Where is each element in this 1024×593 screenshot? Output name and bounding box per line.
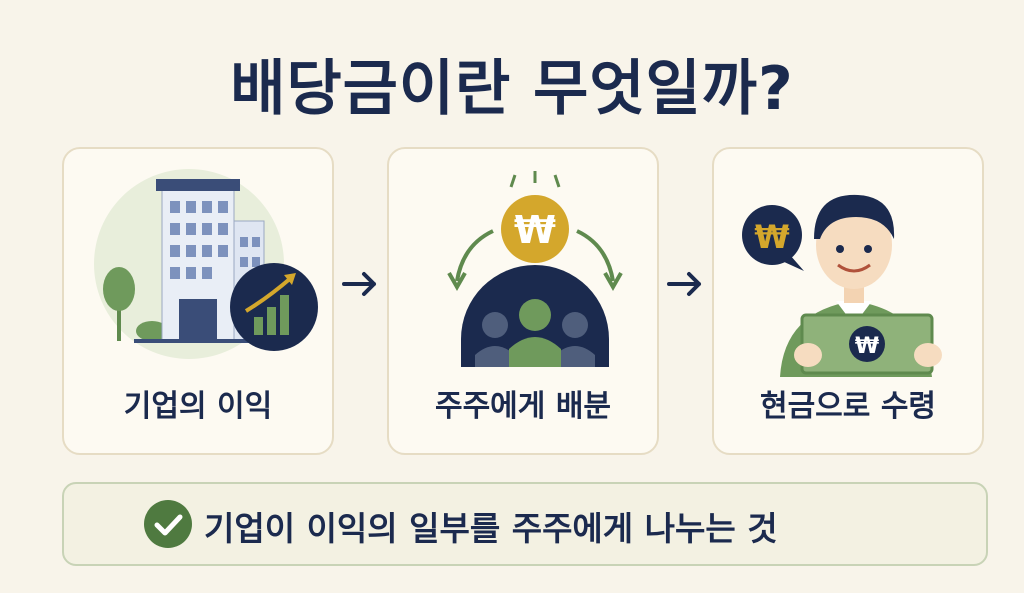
step-label-distribute: 주주에게 배분 xyxy=(434,389,612,424)
building-growth-icon xyxy=(94,169,318,359)
won-symbol: ₩ xyxy=(754,218,789,256)
page-title: 배당금이란 무엇일까? xyxy=(230,54,794,124)
step-label-receive: 현금으로 수령 xyxy=(759,389,937,424)
step-card-profit: 기업의 이익 xyxy=(62,147,334,455)
step-card-distribute: ₩ 주주에게 배분 xyxy=(387,147,659,455)
person-cash-icon: ₩ ₩ xyxy=(742,194,942,377)
check-circle-icon xyxy=(144,500,192,548)
summary-text: 기업이 이익의 일부를 주주에게 나누는 것 xyxy=(204,509,778,548)
step-card-receive: ₩ ₩ 현금으로 수령 xyxy=(712,147,984,455)
arrow-right-icon xyxy=(342,272,376,296)
won-symbol: ₩ xyxy=(514,208,556,252)
arrow-right-icon xyxy=(667,272,701,296)
step-label-profit: 기업의 이익 xyxy=(123,389,273,424)
won-symbol: ₩ xyxy=(855,334,879,359)
summary-box: 기업이 이익의 일부를 주주에게 나누는 것 xyxy=(62,482,988,566)
shareholders-coin-icon: ₩ xyxy=(447,171,623,367)
